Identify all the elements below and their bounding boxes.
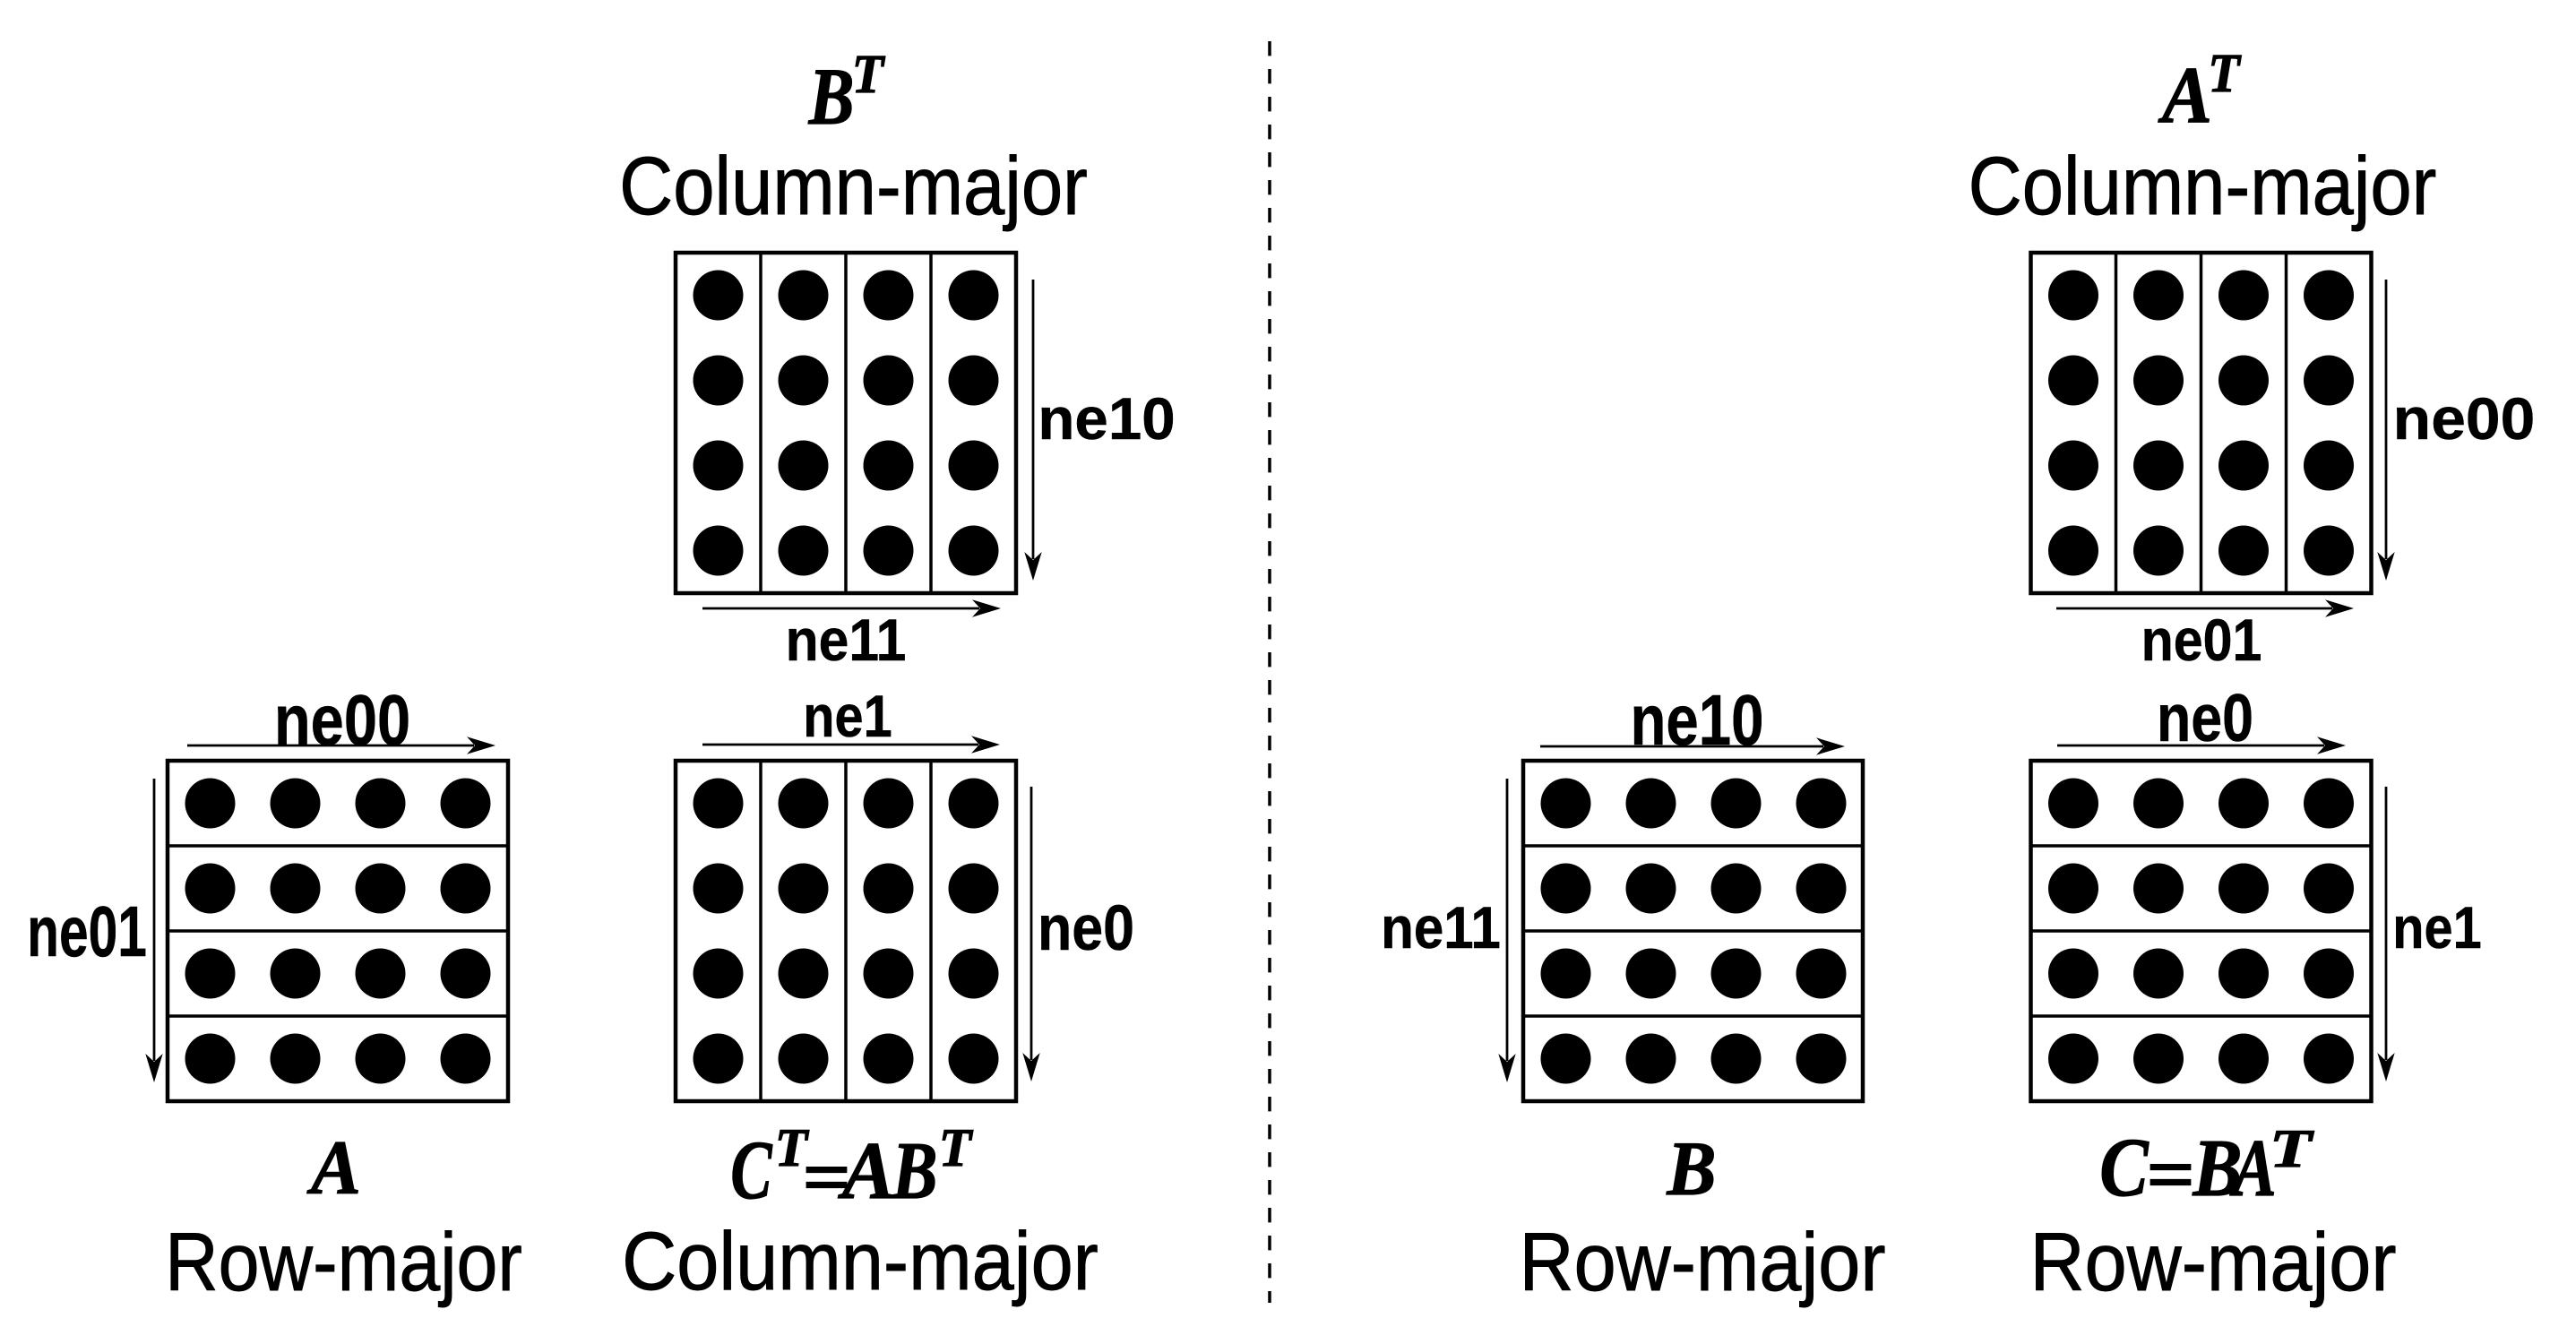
svg-text:T: T	[2270, 1119, 2314, 1178]
svg-text:T: T	[2208, 44, 2242, 104]
svg-text:B: B	[2193, 1123, 2243, 1213]
svg-text:ne10: ne10	[1630, 680, 1763, 760]
svg-text:C: C	[2099, 1122, 2149, 1214]
svg-text:A: A	[2158, 51, 2212, 140]
svg-text:ne11: ne11	[786, 607, 907, 673]
svg-text:A: A	[306, 1124, 361, 1210]
svg-text:Row-major: Row-major	[165, 1217, 522, 1308]
svg-text:ne1: ne1	[2392, 894, 2481, 961]
svg-text:ne0: ne0	[2157, 680, 2253, 755]
svg-text:=: =	[2146, 1133, 2195, 1217]
svg-text:C: C	[730, 1124, 772, 1217]
svg-text:ne00: ne00	[2393, 385, 2536, 452]
svg-text:=: =	[802, 1135, 851, 1219]
svg-text:ne0: ne0	[1038, 893, 1134, 964]
svg-text:Column-major: Column-major	[622, 1216, 1098, 1307]
svg-text:ne01: ne01	[27, 892, 147, 971]
svg-text:B: B	[808, 53, 855, 142]
svg-text:Row-major: Row-major	[2030, 1217, 2397, 1308]
svg-text:ne01: ne01	[2141, 607, 2262, 673]
svg-text:Column-major: Column-major	[619, 141, 1088, 232]
svg-text:ne11: ne11	[1381, 894, 1501, 961]
svg-text:ne1: ne1	[803, 683, 892, 749]
svg-text:T: T	[852, 45, 886, 105]
svg-text:Column-major: Column-major	[1969, 141, 2437, 232]
svg-text:T: T	[775, 1118, 810, 1177]
svg-text:A: A	[838, 1125, 895, 1216]
svg-text:B: B	[1667, 1125, 1717, 1211]
svg-text:ne10: ne10	[1038, 385, 1175, 452]
svg-text:T: T	[939, 1118, 974, 1177]
svg-text:A: A	[2229, 1123, 2276, 1213]
svg-text:Row-major: Row-major	[1520, 1217, 1886, 1308]
svg-text:B: B	[892, 1125, 938, 1216]
svg-text:ne00: ne00	[274, 680, 410, 760]
